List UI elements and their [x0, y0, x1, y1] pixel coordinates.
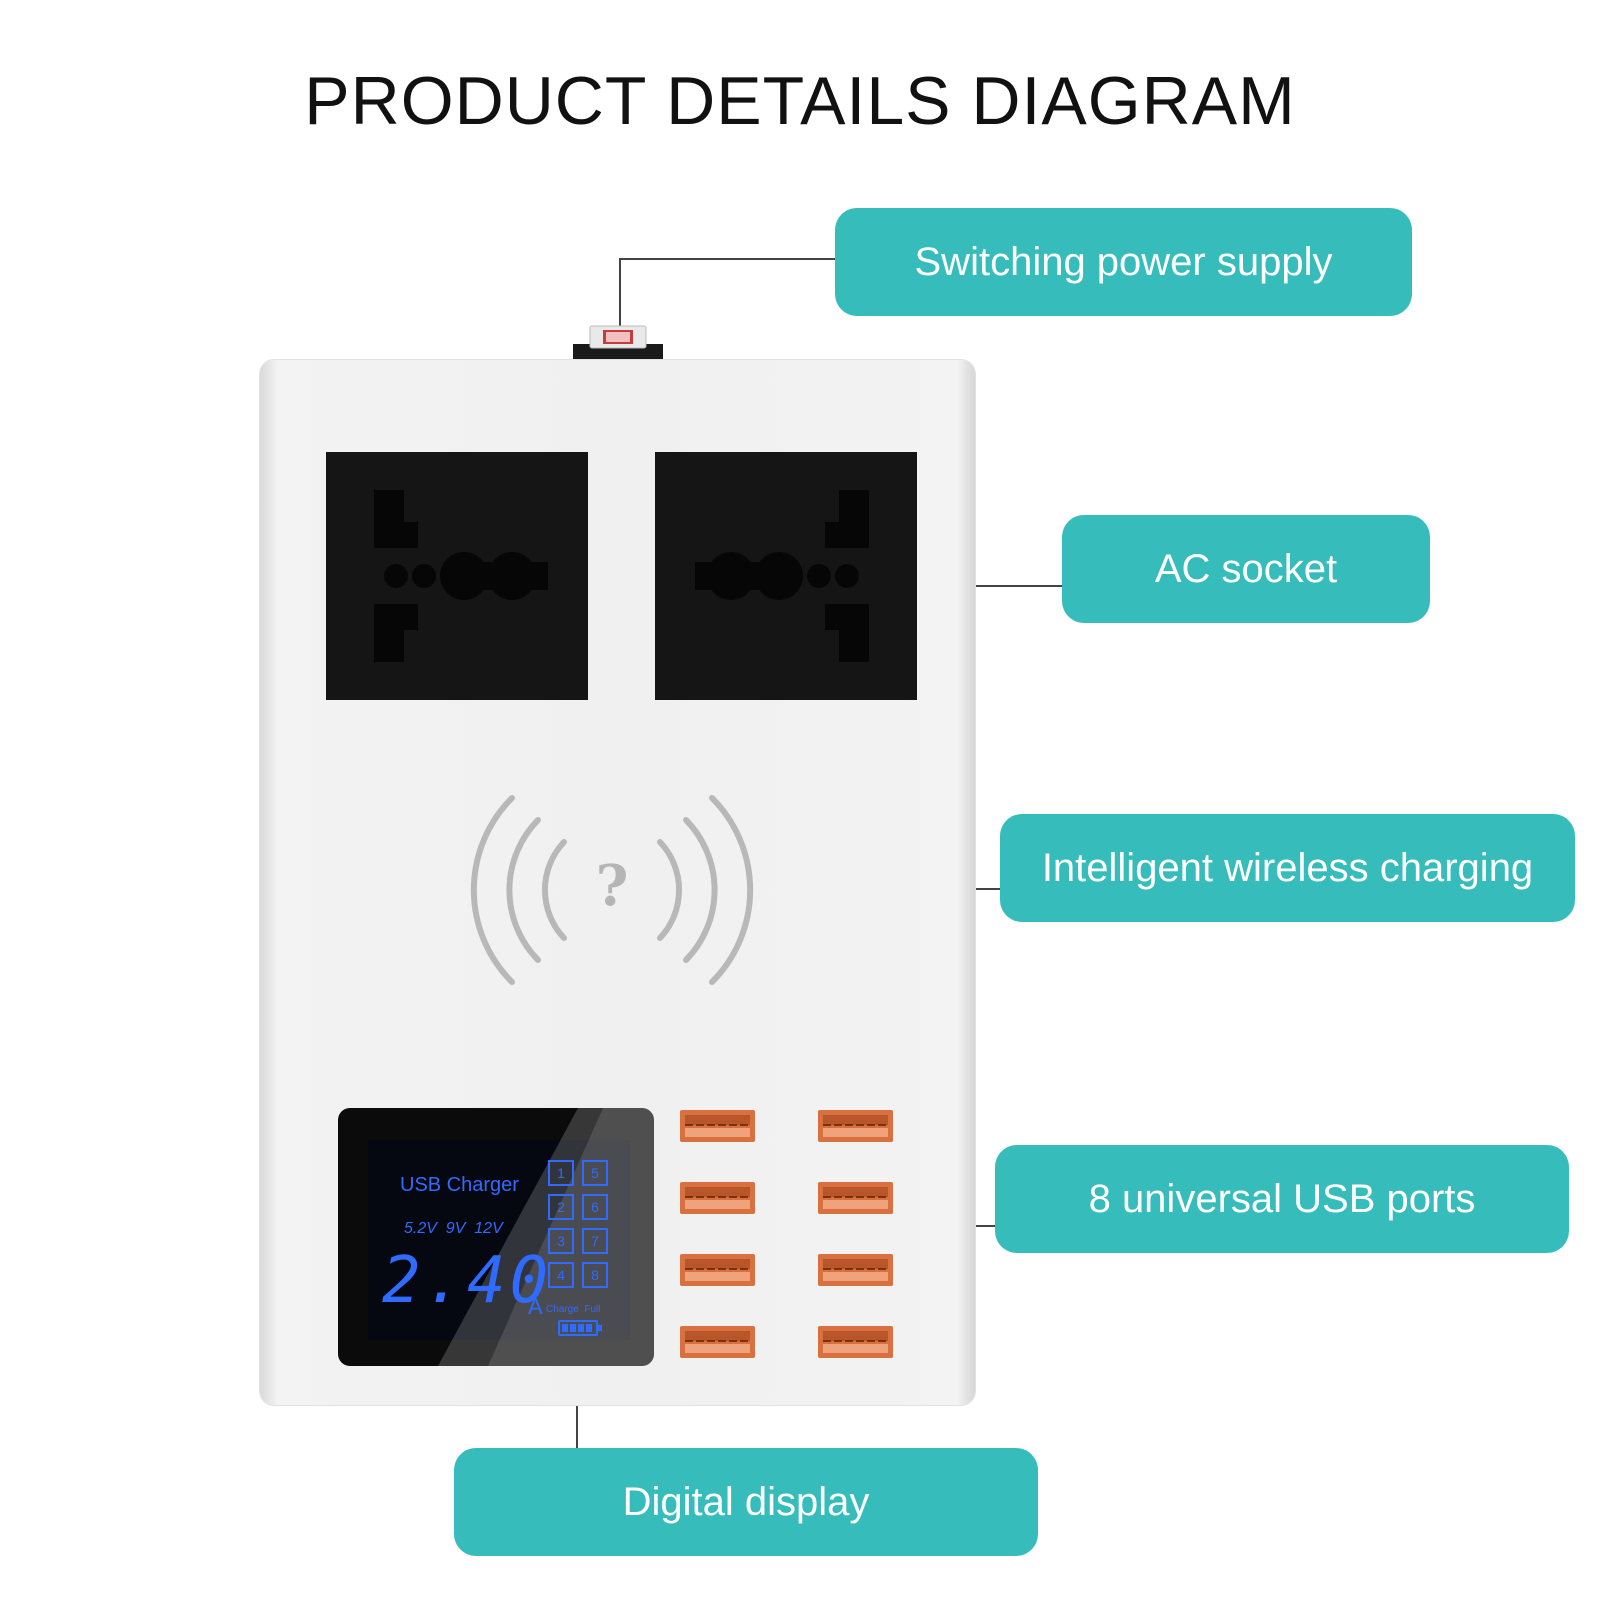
usb-port: [818, 1110, 893, 1142]
display-port-number: 5: [582, 1160, 608, 1186]
ac-socket-left: [326, 452, 588, 700]
usb-port: [680, 1110, 755, 1142]
usb-port: [818, 1254, 893, 1286]
display-port-number: 1: [548, 1160, 574, 1186]
display-unit: A: [528, 1294, 543, 1319]
leader-line-switch: [619, 258, 835, 260]
display-port-number: 6: [582, 1194, 608, 1220]
display-port-grid: 1 5 2 6 3 7 4 8: [548, 1160, 610, 1288]
display-reading: 2.40: [382, 1244, 553, 1318]
display-port-number: 7: [582, 1228, 608, 1254]
usb-port: [818, 1326, 893, 1358]
leader-line-socket: [912, 585, 1062, 587]
display-port-number: 2: [548, 1194, 574, 1220]
svg-text:?: ?: [596, 853, 629, 919]
callout-switching-power-supply: Switching power supply: [835, 208, 1412, 316]
display-heading: USB Charger: [400, 1174, 519, 1196]
ac-socket-right: [655, 452, 917, 700]
callout-digital-display: Digital display: [454, 1448, 1038, 1556]
display-voltages: 5.2V 9V 12V: [404, 1220, 503, 1237]
callout-wireless-charging: Intelligent wireless charging: [1000, 814, 1575, 922]
display-port-number: 4: [548, 1262, 574, 1288]
callout-ac-socket: AC socket: [1062, 515, 1430, 623]
page-title: PRODUCT DETAILS DIAGRAM: [304, 63, 1296, 139]
display-port-number: 3: [548, 1228, 574, 1254]
callout-usb-ports: 8 universal USB ports: [995, 1145, 1569, 1253]
power-switch: [573, 322, 663, 362]
leader-line-switch: [619, 258, 621, 326]
leader-line-display: [576, 1364, 578, 1450]
battery-icon: [558, 1320, 602, 1336]
usb-port: [680, 1182, 755, 1214]
usb-port: [680, 1254, 755, 1286]
display-status: Charge Full: [546, 1304, 601, 1315]
usb-port: [818, 1182, 893, 1214]
digital-display: USB Charger 5.2V 9V 12V 2.40 A 1 5 2 6 3…: [338, 1108, 654, 1366]
wireless-charging-icon: ?: [462, 790, 762, 990]
display-port-number: 8: [582, 1262, 608, 1288]
usb-port: [680, 1326, 755, 1358]
